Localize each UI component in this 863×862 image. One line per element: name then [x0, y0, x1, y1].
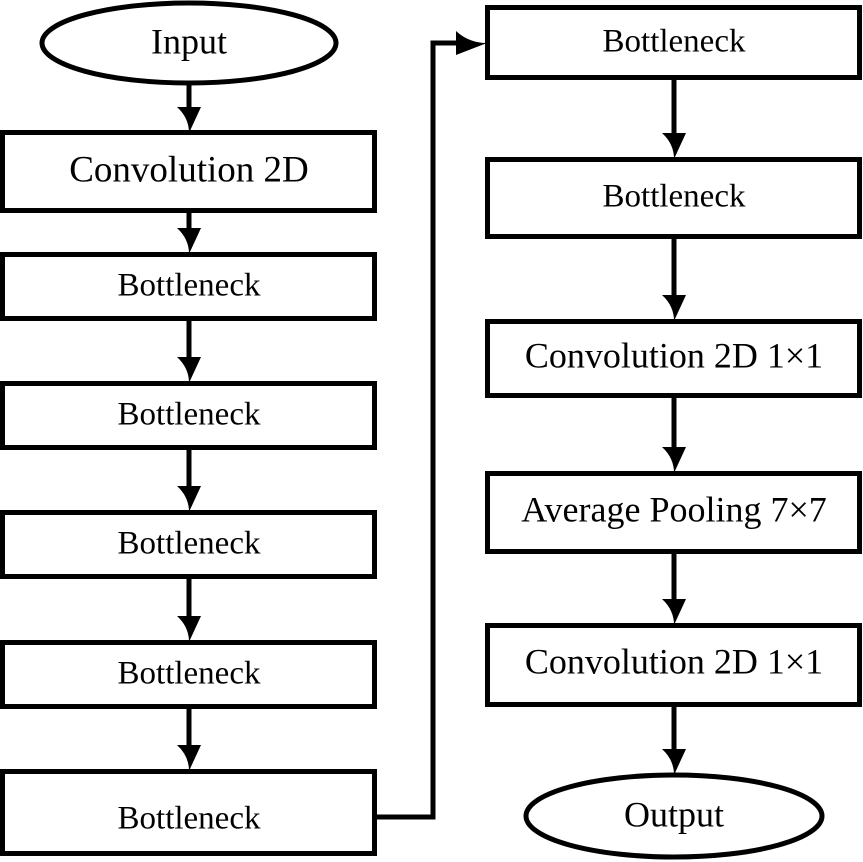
edge-bottleneck-r1-to-r2 — [662, 77, 686, 159]
arrowhead-icon — [177, 228, 201, 254]
bottleneck-r1-rect-shape — [485, 5, 862, 80]
node-bottleneck-l4[interactable]: Bottleneck — [0, 640, 377, 709]
node-bottleneck-l5[interactable]: Bottleneck — [0, 769, 377, 856]
node-output[interactable]: Output — [523, 772, 825, 860]
node-convolution-2d[interactable]: Convolution 2D — [0, 130, 377, 213]
node-convolution-2d-1x1-a[interactable]: Convolution 2D 1×1 — [485, 319, 862, 398]
node-bottleneck-l2-label: Bottleneck — [118, 397, 261, 433]
arrowhead-icon — [177, 745, 201, 771]
convolution-2d-1x1-a-rect-shape — [485, 319, 862, 398]
convolution-2d-1x1-b-rect-shape — [485, 623, 862, 707]
arrowhead-icon — [662, 749, 686, 775]
node-input[interactable]: Input — [39, 0, 339, 86]
edge-conv1x1a-to-avgpool — [662, 395, 686, 473]
arrowhead-icon — [177, 357, 201, 383]
connector-path — [375, 40, 461, 820]
edge-conv1x1b-to-output — [662, 704, 686, 775]
node-input-label: Input — [151, 21, 227, 61]
node-convolution-2d-1x1-b-label: Convolution 2D 1×1 — [525, 641, 823, 681]
node-bottleneck-l3[interactable]: Bottleneck — [0, 510, 377, 579]
node-bottleneck-l5-label: Bottleneck — [118, 801, 261, 837]
output-ellipse-shape — [523, 772, 825, 860]
arrowhead-icon — [456, 31, 487, 55]
average-pooling-7x7-rect-shape — [485, 471, 862, 554]
node-bottleneck-r2[interactable]: Bottleneck — [485, 157, 862, 239]
edge-avgpool-to-conv1x1b — [662, 551, 686, 625]
node-bottleneck-l2[interactable]: Bottleneck — [0, 381, 377, 450]
edge-conv2d-to-bottleneck-l1 — [177, 210, 201, 254]
bottleneck-l2-rect-shape — [0, 381, 377, 450]
node-bottleneck-r1[interactable]: Bottleneck — [485, 5, 862, 80]
arrowhead-icon — [177, 107, 201, 133]
edge-bottleneck-l4-to-l5 — [177, 706, 201, 771]
node-bottleneck-l1-label: Bottleneck — [118, 268, 261, 304]
node-bottleneck-r1-label: Bottleneck — [603, 24, 746, 60]
edge-bottleneck-l3-to-l4 — [177, 576, 201, 642]
arrowhead-icon — [662, 133, 686, 159]
arrowhead-icon — [177, 486, 201, 512]
edge-input-to-conv2d — [177, 83, 201, 133]
node-convolution-2d-1x1-b[interactable]: Convolution 2D 1×1 — [485, 623, 862, 707]
node-bottleneck-l3-label: Bottleneck — [118, 526, 261, 562]
convolution-2d-rect-shape — [0, 130, 377, 213]
edge-bottleneck-l2-to-l3 — [177, 447, 201, 512]
node-average-pooling-7x7[interactable]: Average Pooling 7×7 — [485, 471, 862, 554]
edge-bottleneck-l1-to-l2 — [177, 318, 201, 383]
node-bottleneck-l4-label: Bottleneck — [118, 656, 261, 692]
node-bottleneck-l1[interactable]: Bottleneck — [0, 252, 377, 321]
node-convolution-2d-label: Convolution 2D — [69, 149, 309, 190]
node-average-pooling-7x7-label: Average Pooling 7×7 — [521, 489, 827, 529]
arrowhead-icon — [662, 447, 686, 473]
arrowhead-icon — [662, 295, 686, 321]
connector-left-to-right — [375, 31, 487, 820]
bottleneck-l5-rect-shape — [0, 769, 377, 856]
node-bottleneck-r2-label: Bottleneck — [603, 179, 746, 215]
node-output-label: Output — [624, 794, 724, 834]
arrowhead-icon — [177, 616, 201, 642]
edge-bottleneck-r2-to-conv1x1a — [662, 236, 686, 321]
node-convolution-2d-1x1-a-label: Convolution 2D 1×1 — [525, 335, 823, 375]
arrowhead-icon — [662, 599, 686, 625]
